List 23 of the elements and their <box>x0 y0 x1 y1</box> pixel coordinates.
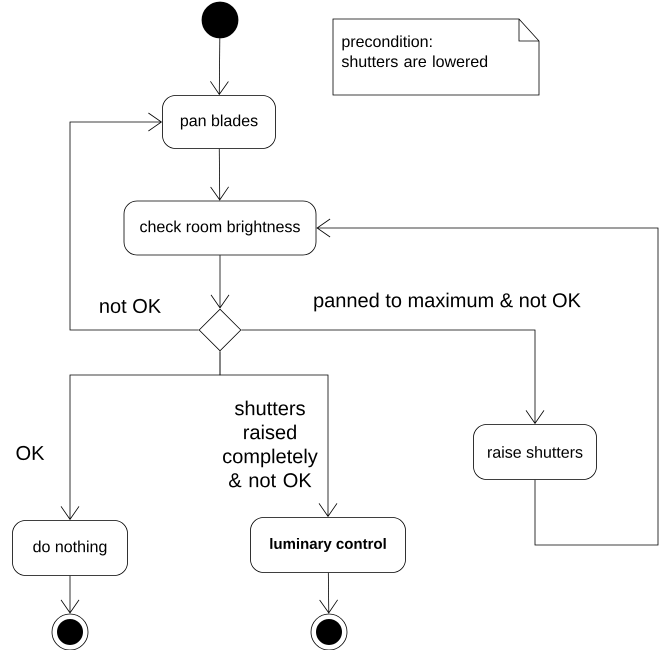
arrow <box>210 148 230 201</box>
action-box: do nothing <box>12 520 128 576</box>
edge-label: OK <box>14 444 46 462</box>
end-node <box>52 614 88 650</box>
arrow <box>319 572 338 614</box>
arrow <box>220 351 338 518</box>
end-node <box>310 614 348 650</box>
edge-label: panned to maximum & not OK <box>312 292 582 312</box>
note: precondition: shutters are lowered <box>332 18 540 96</box>
edge-label: shutters raised completely & not OK <box>214 400 326 488</box>
decision-diamond <box>198 308 242 352</box>
arrow <box>60 576 80 614</box>
edge-label: not OK <box>98 298 162 314</box>
arrow <box>210 255 230 309</box>
action-box: luminary control <box>250 517 406 573</box>
arrow <box>316 218 658 546</box>
arrow <box>70 112 199 330</box>
arrow <box>241 330 544 424</box>
action-box: pan blades <box>162 95 276 149</box>
action-box: raise shutters <box>473 424 597 480</box>
action-box: check room brightness <box>124 200 316 256</box>
start-node <box>202 2 238 38</box>
arrow <box>210 38 229 96</box>
